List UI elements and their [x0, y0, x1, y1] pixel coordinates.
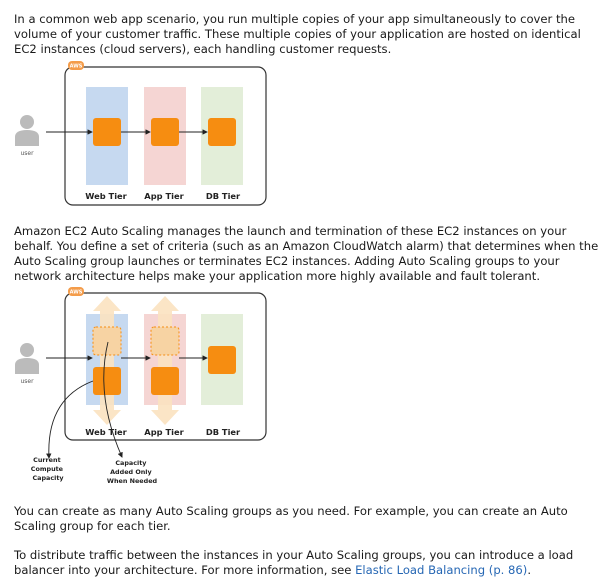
db-instance-icon	[208, 346, 236, 374]
user-label: user	[20, 378, 34, 385]
period-text: .	[527, 563, 532, 577]
app-instance-icon	[151, 367, 179, 395]
elastic-load-balancing-link[interactable]: Elastic Load Balancing (p. 86)	[355, 563, 528, 577]
user-icon	[15, 343, 39, 374]
web-tier-label: Web Tier	[85, 191, 127, 201]
app-tier-label: App Tier	[144, 191, 184, 201]
web-added-instance-icon	[92, 326, 122, 356]
db-instance-icon	[208, 118, 236, 146]
added-capacity-pointer	[103, 341, 123, 458]
web-instance-icon	[93, 118, 121, 146]
aws-badge-icon: AWS	[68, 61, 84, 70]
app-tier-label: App Tier	[144, 427, 184, 437]
current-capacity-note: Current Compute Capacity	[31, 456, 66, 482]
svg-text:AWS: AWS	[70, 64, 83, 70]
web-instance-icon	[93, 367, 121, 395]
web-app-diagram: AWS user Web Tier App Tier DB Tier	[15, 61, 267, 206]
db-tier-label: DB Tier	[206, 427, 241, 437]
user-icon	[15, 115, 39, 146]
intro-paragraph: In a common web app scenario, you run mu…	[14, 12, 581, 56]
svg-text:AWS: AWS	[70, 290, 83, 296]
added-capacity-note: Capacity Added Only When Needed	[107, 459, 158, 485]
load-balancer-paragraph: To distribute traffic between the instan…	[14, 548, 599, 578]
auto-scaling-groups-paragraph: You can create as many Auto Scaling grou…	[14, 504, 568, 533]
web-tier-label: Web Tier	[85, 427, 127, 437]
app-added-instance-icon	[150, 326, 180, 356]
auto-scaling-diagram: AWS user Web Tier App Tier DB Tier Curre…	[15, 287, 267, 485]
current-capacity-pointer	[46, 380, 94, 459]
auto-scaling-paragraph: Amazon EC2 Auto Scaling manages the laun…	[14, 224, 599, 283]
user-label: user	[20, 150, 34, 157]
load-balancer-text: To distribute traffic between the instan…	[14, 548, 574, 577]
app-instance-icon	[151, 118, 179, 146]
aws-badge-icon: AWS	[68, 287, 84, 296]
db-tier-label: DB Tier	[206, 191, 241, 201]
